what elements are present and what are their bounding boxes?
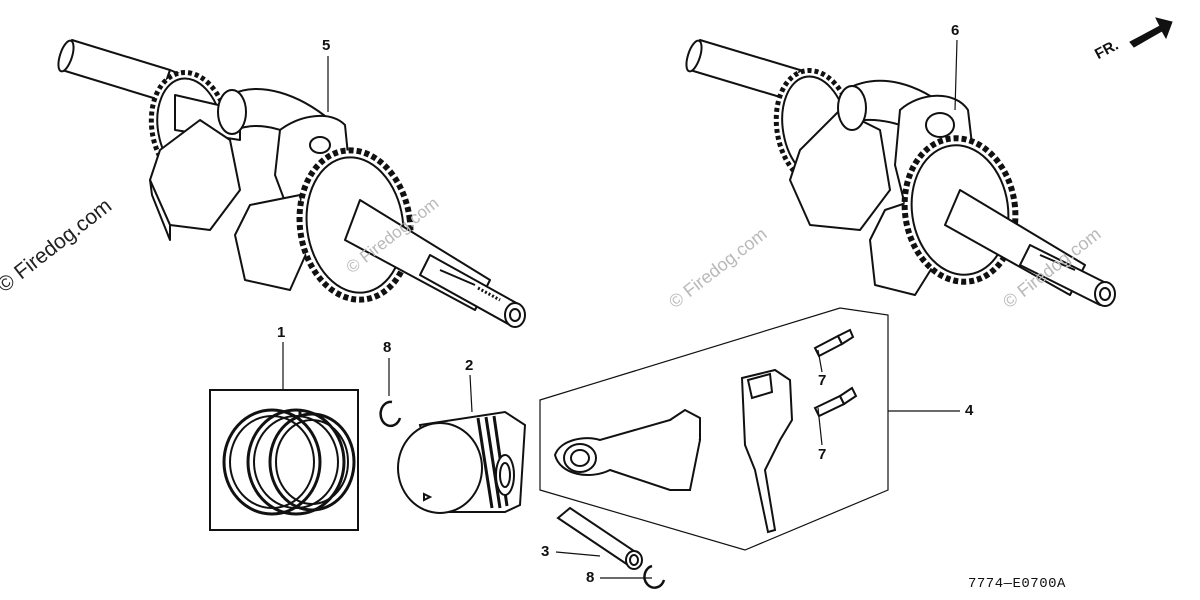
piston-2 [397,410,527,514]
callout-1: 1 [277,324,286,341]
callout-6: 6 [951,22,960,39]
piston-ring-set-1 [209,389,359,531]
ring-set-frame [209,389,359,531]
front-direction-arrow [1129,17,1173,48]
callout-4: 4 [965,402,974,419]
connecting-rod-assembly-4 [539,307,889,551]
callout-5: 5 [322,37,331,54]
leader-lines [282,39,960,579]
callout-8-lower: 8 [586,569,595,586]
crankshaft-6 [685,39,1116,307]
diagram-code: 7774—E0700A [968,576,1066,592]
crankshaft-5 [57,39,526,328]
callout-7-lower: 7 [818,446,827,463]
piston-pin-clip-8-lower [643,564,666,589]
piston-pin-3 [556,506,643,570]
callout-2: 2 [465,357,474,374]
piston-pin-clip-8-upper [379,400,402,428]
callout-7-upper: 7 [818,372,827,389]
callout-8-upper: 8 [383,339,392,356]
callout-3: 3 [541,543,550,560]
